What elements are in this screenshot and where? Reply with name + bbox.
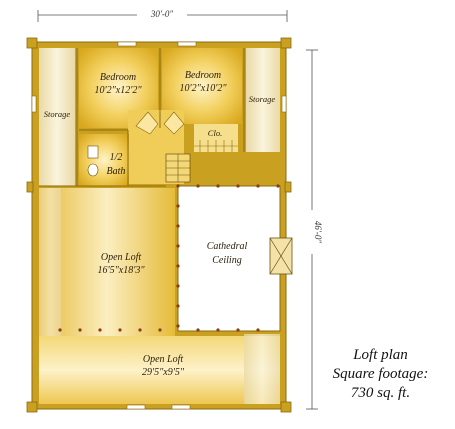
log-ends (26, 37, 292, 413)
chimney-icon (269, 237, 293, 275)
bedroom-left-size: 10'2"x12'2" (94, 85, 142, 96)
open-loft-lower-area (39, 336, 280, 404)
open-loft-upper-name: Open Loft (101, 252, 142, 263)
open-loft-lower-size: 29'5"x9'5" (142, 367, 185, 378)
bath-label-line1: 1/2 (110, 152, 123, 163)
hall-door-right (163, 111, 185, 135)
width-dimension: 30'-0" (37, 6, 288, 22)
open-loft-lower-name: Open Loft (143, 354, 184, 365)
caption-footage-label: Square footage: (332, 366, 429, 382)
width-label: 30'-0" (150, 9, 173, 19)
storage-left-label: Storage (44, 109, 71, 119)
bedroom-right-name: Bedroom (185, 70, 221, 81)
storage-left-room (39, 48, 75, 186)
depth-dimension: 46'-0" (305, 49, 323, 410)
cathedral-label-line1: Cathedral (207, 241, 248, 252)
depth-label: 46'-0" (313, 221, 323, 243)
closet-hangers (199, 140, 233, 152)
hall-door-left (135, 111, 159, 135)
plan-caption: Loft plan Square footage: 730 sq. ft. (318, 346, 443, 403)
stairs (165, 153, 191, 183)
closet-label: Clo. (208, 128, 222, 138)
storage-right-room (246, 48, 280, 152)
railing-dots (58, 184, 280, 332)
toilet-icon (87, 163, 99, 177)
window-marks (31, 41, 287, 410)
caption-footage-value: 730 sq. ft. (350, 385, 411, 401)
bedroom-right-size: 10'2"x10'2" (179, 83, 227, 94)
storage-right-label: Storage (249, 94, 276, 104)
open-loft-upper-area (39, 188, 175, 336)
bath-label-line2: Bath (107, 166, 126, 177)
storage-left-lower (39, 188, 61, 336)
bath-room (79, 134, 129, 186)
interior-walls (39, 48, 245, 187)
storage-right-lower (244, 334, 280, 404)
bedroom-left-name: Bedroom (100, 72, 136, 83)
open-loft-upper-size: 16'5"x18'3" (97, 265, 145, 276)
sink-icon (87, 145, 99, 159)
cathedral-label-line2: Ceiling (212, 255, 241, 266)
caption-title: Loft plan (353, 347, 408, 363)
